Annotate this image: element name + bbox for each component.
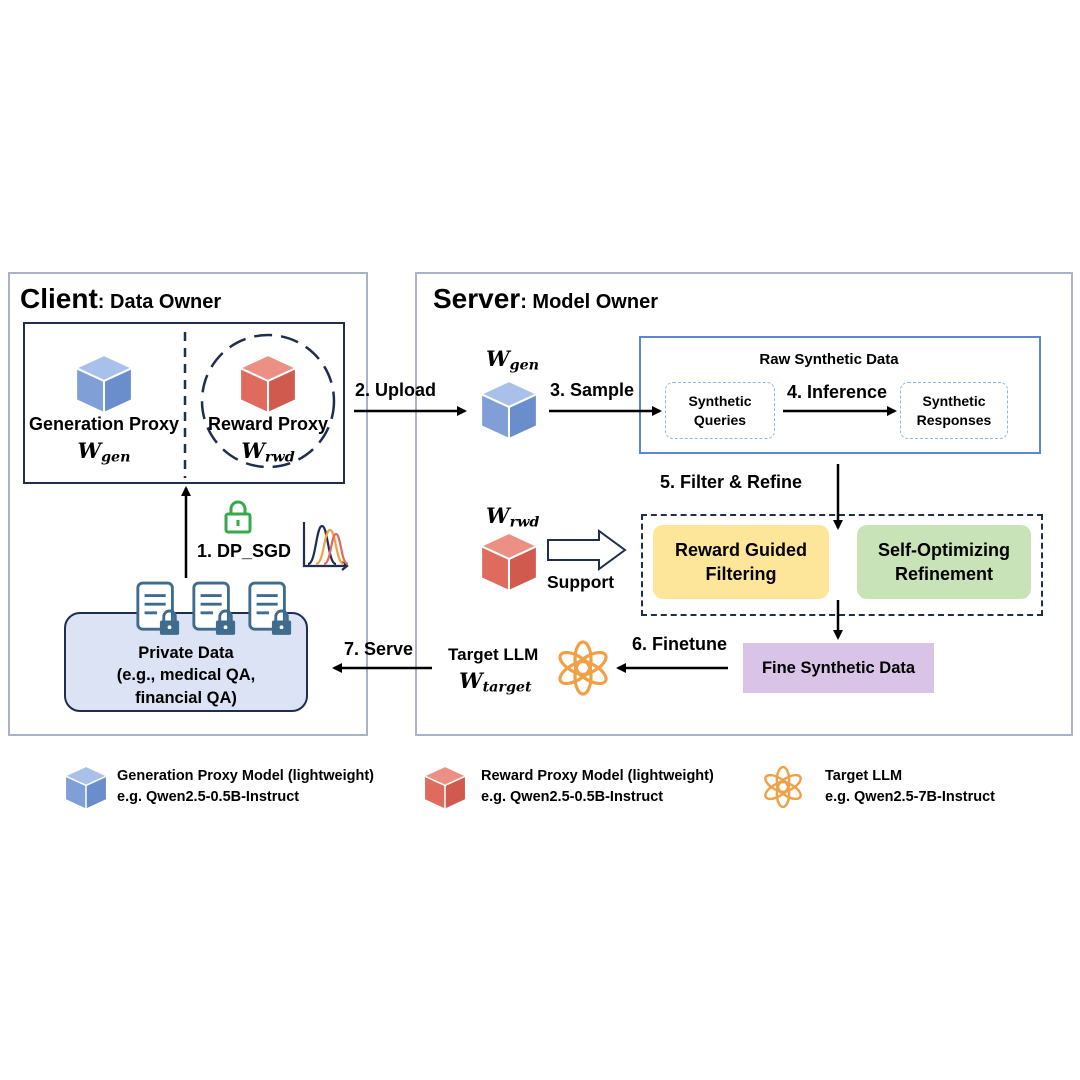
- server-title: Server: Model Owner: [433, 283, 658, 315]
- w-target: Wtarget: [459, 668, 532, 696]
- w-gen-server: Wgen: [486, 346, 540, 374]
- raw-synthetic-data-title: Raw Synthetic Data: [759, 351, 899, 368]
- support-block-arrow-icon: [547, 529, 627, 571]
- client-title-text: Client: [20, 283, 98, 314]
- proxy-models-box: [23, 322, 345, 484]
- server-subtitle: : Model Owner: [520, 291, 658, 313]
- w-rwd-server: Wrwd: [486, 503, 540, 531]
- w-rwd-client: Wrwd: [241, 438, 295, 466]
- raw-synthetic-data-box: [639, 336, 1041, 454]
- server-title-text: Server: [433, 283, 521, 314]
- server-panel: [415, 272, 1073, 736]
- step-sample-label: 3. Sample: [550, 380, 635, 400]
- legend-blue-cube-icon: [63, 764, 109, 810]
- w-gen-client: Wgen: [77, 438, 131, 466]
- support-label: Support: [547, 572, 615, 592]
- private-data-line1: Private Data: [138, 644, 234, 662]
- client-title: Client: Data Owner: [20, 283, 221, 315]
- distribution-chart-icon: [302, 522, 349, 571]
- target-llm-label: Target LLM: [448, 645, 539, 664]
- legend-openai-knot-icon: [760, 764, 806, 810]
- step-upload-label: 2. Upload: [355, 380, 437, 400]
- dp-sgd-label: 1. DP_SGD: [197, 541, 292, 561]
- generation-proxy-label: Generation Proxy: [28, 414, 180, 434]
- legend: Generation Proxy Model (lightweight)e.g.…: [60, 764, 1060, 814]
- step-serve-label: 7. Serve: [344, 639, 414, 659]
- filter-refine-box: [641, 514, 1043, 616]
- legend-red-cube-icon: [422, 764, 468, 810]
- step-filter-refine-label: 5. Filter & Refine: [660, 472, 803, 492]
- client-panel: [8, 272, 368, 736]
- fine-synthetic-data-box: Fine Synthetic Data: [743, 643, 934, 693]
- lock-icon: [224, 500, 252, 534]
- legend-item-generation: Generation Proxy Model (lightweight)e.g.…: [117, 768, 374, 806]
- step-inference-label: 4. Inference: [787, 382, 888, 402]
- reward-proxy-label: Reward Proxy: [207, 414, 329, 434]
- step-finetune-label: 6. Finetune: [632, 634, 728, 654]
- legend-item-reward: Reward Proxy Model (lightweight)e.g. Qwe…: [481, 768, 714, 806]
- private-data-line3: financial QA): [135, 688, 237, 707]
- private-data-line2: (e.g., medical QA,: [116, 666, 256, 685]
- client-subtitle: : Data Owner: [97, 291, 222, 313]
